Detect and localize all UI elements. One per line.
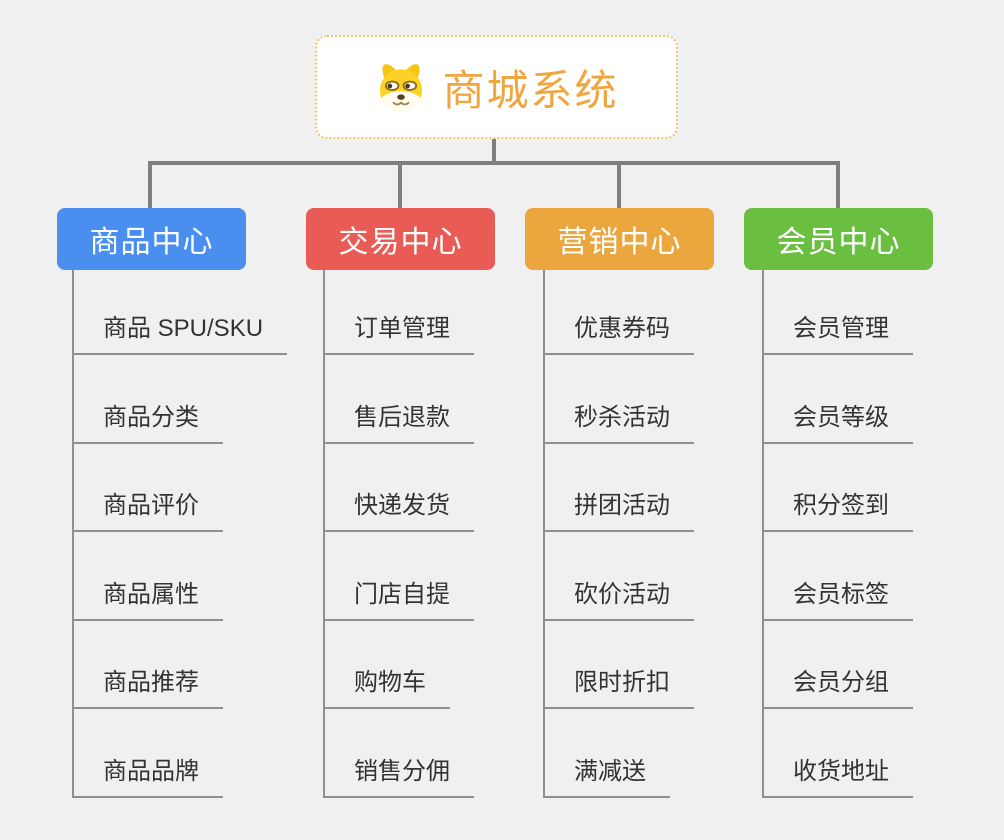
- branch-children-member-center: 会员管理 会员等级 积分签到 会员标签 会员分组 收货地址: [762, 270, 1004, 800]
- sub-topic[interactable]: 快递发货: [323, 489, 474, 532]
- sub-topic[interactable]: 商品推荐: [72, 666, 223, 709]
- branch-node-label: 交易中心: [338, 226, 463, 259]
- doge-icon: [380, 64, 423, 112]
- child-connector-line: [762, 270, 764, 798]
- sub-topic[interactable]: 满减送: [543, 755, 670, 798]
- sub-topic[interactable]: 优惠券码: [543, 312, 694, 355]
- sub-topic[interactable]: 砍价活动: [543, 578, 694, 621]
- sub-topic[interactable]: 会员管理: [762, 312, 913, 355]
- branch-node-product-center[interactable]: 商品中心: [57, 208, 246, 270]
- sub-topic[interactable]: 限时折扣: [543, 666, 694, 709]
- branch-connector-line: [617, 161, 621, 209]
- child-connector-line: [72, 270, 74, 798]
- branch-children-product-center: 商品 SPU/SKU 商品分类 商品评价 商品属性 商品推荐 商品品牌: [72, 270, 332, 800]
- child-connector-line: [323, 270, 325, 798]
- branch-node-marketing-center[interactable]: 营销中心: [525, 208, 714, 270]
- branch-connector-line: [836, 161, 840, 209]
- sub-topic[interactable]: 商品属性: [72, 578, 223, 621]
- sub-topic[interactable]: 售后退款: [323, 401, 474, 444]
- branch-node-label: 会员中心: [776, 226, 901, 259]
- sub-topic[interactable]: 门店自提: [323, 578, 474, 621]
- root-node[interactable]: 商城系统: [315, 35, 678, 139]
- sub-topic[interactable]: 订单管理: [323, 312, 474, 355]
- root-connector-line: [492, 137, 496, 164]
- sub-topic[interactable]: 积分签到: [762, 489, 913, 532]
- sub-topic[interactable]: 销售分佣: [323, 755, 474, 798]
- sub-topic[interactable]: 商品分类: [72, 401, 223, 444]
- sub-topic[interactable]: 会员等级: [762, 401, 913, 444]
- branch-node-label: 商品中心: [89, 226, 214, 259]
- sub-topic[interactable]: 购物车: [323, 666, 450, 709]
- sub-topic[interactable]: 商品评价: [72, 489, 223, 532]
- branch-node-label: 营销中心: [557, 226, 682, 259]
- branch-connector-line: [398, 161, 402, 209]
- root-node-label: 商城系统: [442, 66, 619, 114]
- branch-children-marketing-center: 优惠券码 秒杀活动 拼团活动 砍价活动 限时折扣 满减送: [543, 270, 803, 800]
- sub-topic[interactable]: 会员分组: [762, 666, 913, 709]
- sub-topic[interactable]: 会员标签: [762, 578, 913, 621]
- sub-topic[interactable]: 商品品牌: [72, 755, 223, 798]
- branch-connector-line: [148, 161, 152, 209]
- sub-topic[interactable]: 拼团活动: [543, 489, 694, 532]
- branch-node-member-center[interactable]: 会员中心: [744, 208, 933, 270]
- horizontal-connector-line: [148, 161, 840, 165]
- branch-children-trade-center: 订单管理 售后退款 快递发货 门店自提 购物车 销售分佣: [323, 270, 583, 800]
- sub-topic[interactable]: 收货地址: [762, 755, 913, 798]
- child-connector-line: [543, 270, 545, 798]
- sub-topic[interactable]: 秒杀活动: [543, 401, 694, 444]
- branch-node-trade-center[interactable]: 交易中心: [306, 208, 495, 270]
- sub-topic[interactable]: 商品 SPU/SKU: [72, 312, 288, 355]
